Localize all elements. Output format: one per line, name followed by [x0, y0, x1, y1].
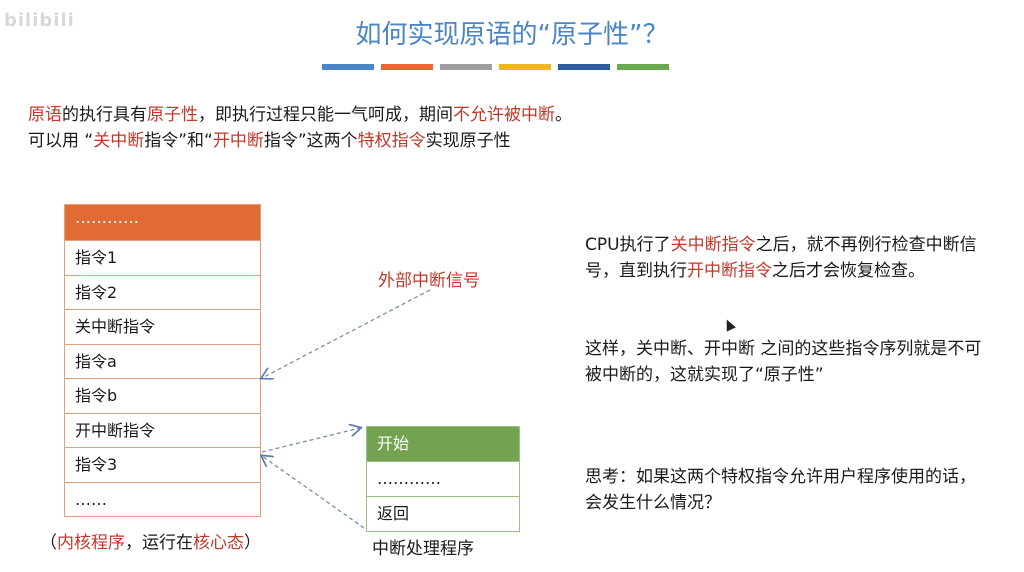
interrupt-handler-caption: 中断处理程序: [372, 539, 474, 559]
bilibili-watermark: bilibili: [4, 10, 75, 31]
kernel-program-table: ………… 指令1 指令2 关中断指令 指令a 指令b 开中断指令 指令3 ……: [64, 204, 261, 517]
intro-line-1: 原语的执行具有原子性，即执行过程只能一气呵成，期间不允许被中断。: [28, 102, 572, 128]
instruction-row: …………: [65, 205, 260, 241]
color-bar-segment: [558, 64, 610, 70]
term-enable-interrupt: 开中断: [212, 131, 264, 151]
caption-span: ，运行在: [125, 533, 193, 553]
interrupt-handler-table: 开始 ………… 返回: [366, 426, 520, 532]
think-question: 思考：如果这两个特权指令允许用户程序使用的话，会发生什么情况？: [585, 467, 976, 513]
handler-row: 返回: [367, 497, 519, 532]
instruction-row: 指令1: [65, 241, 260, 276]
color-bar-segment: [440, 64, 492, 70]
external-interrupt-label: 外部中断信号: [378, 271, 480, 291]
color-bar-segment: [617, 64, 669, 70]
handler-row: …………: [367, 462, 519, 497]
explanation-paragraph-1: CPU执行了关中断指令之后，就不再例行检查中断信号，直到执行开中断指令之后才会恢…: [585, 232, 985, 284]
instruction-row: 指令b: [65, 379, 260, 414]
kernel-program-caption: （内核程序，运行在核心态）: [40, 528, 261, 553]
intro-text-span: ，即执行过程只能一气呵成，期间: [198, 105, 453, 125]
explanation-span: 关中断指令: [670, 235, 756, 255]
caption-span: 核心态: [193, 533, 244, 553]
instruction-row: ……: [65, 483, 260, 517]
explanation-span: 之后，就不再例行检查中断信号，直到执行: [585, 235, 977, 281]
return-from-isr-arrow: [262, 456, 365, 529]
intro-text-span: 实现原子性: [425, 131, 511, 151]
intro-text-span: 可以用 “: [28, 131, 94, 151]
external-interrupt-arrow: [262, 289, 431, 378]
instruction-row: 关中断指令: [65, 310, 260, 345]
caption-span: （: [40, 533, 57, 553]
caption-span: ）: [244, 533, 261, 553]
term-primitive: 原语: [28, 105, 62, 125]
explanation-span: CPU执行了: [585, 235, 671, 255]
color-bar: [322, 64, 669, 70]
term-atomicity: 原子性: [147, 105, 198, 125]
intro-line-2: 可以用 “关中断指令”和“开中断指令”这两个特权指令实现原子性: [28, 128, 572, 154]
term-privileged-instruction: 特权指令: [357, 131, 426, 151]
explanation-span: 之后才会恢复检查。: [772, 261, 925, 281]
color-bar-segment: [381, 64, 433, 70]
term-disable-interrupt: 关中断: [93, 131, 145, 151]
instruction-row: 指令3: [65, 448, 260, 483]
intro-text: 原语的执行具有原子性，即执行过程只能一气呵成，期间不允许被中断。 可以用 “关中…: [28, 102, 572, 154]
color-bar-segment: [322, 64, 374, 70]
color-bar-segment: [499, 64, 551, 70]
instruction-row: 开中断指令: [65, 414, 260, 448]
jump-to-isr-arrow: [261, 428, 360, 453]
instruction-row: 指令2: [65, 276, 260, 310]
intro-text-span: 指令”这两个: [263, 131, 358, 151]
term-no-interrupt: 不允许被中断: [453, 105, 555, 125]
explanation-span: 开中断指令: [687, 261, 772, 281]
handler-row: 开始: [367, 427, 519, 462]
explanation-paragraph-2: 这样，关中断、开中断 之间的这些指令序列就是不可被中断的，这就实现了“原子性”: [585, 339, 982, 385]
caption-span: 内核程序: [57, 533, 125, 553]
intro-text-span: 指令”和“: [144, 131, 213, 151]
instruction-row: 指令a: [65, 345, 260, 379]
intro-text-span: 。: [555, 105, 572, 125]
slide-title: 如何实现原语的“原子性”？: [355, 20, 669, 50]
intro-text-span: 的执行具有: [62, 105, 147, 125]
